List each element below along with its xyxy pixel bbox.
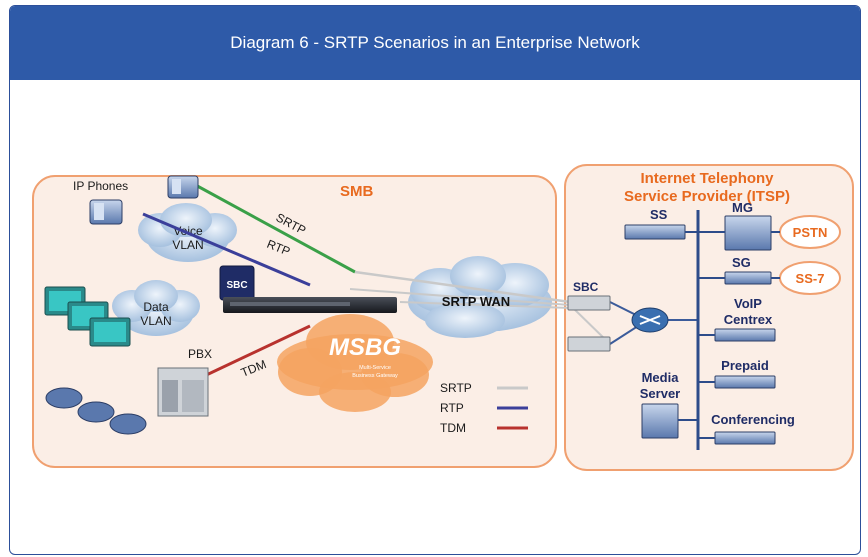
ss7-label: SS-7 (796, 271, 825, 286)
itsp-sbc-devices-icon (567, 295, 611, 352)
ss-device-icon (624, 224, 686, 240)
diagram-canvas: SMB Internet Telephony Service Provider … (10, 80, 860, 554)
data-vlan-line1: Data (143, 300, 169, 314)
ss7-cloud: SS-7 (779, 261, 841, 295)
conferencing-label: Conferencing (711, 412, 795, 427)
itsp-label-line2: Service Provider (ITSP) (624, 188, 790, 205)
voice-vlan-line1: Voice (173, 224, 203, 238)
media-server-line2: Server (640, 386, 680, 401)
media-server-line1: Media (642, 370, 680, 385)
rtp-link (142, 212, 311, 287)
msbg-sub-line1: Multi-Service (359, 365, 391, 371)
legend-tdm-label: TDM (440, 421, 466, 435)
desk-phones-icon (45, 387, 147, 435)
ip-phone-icon (89, 175, 199, 225)
msbg-sub-line2: Business Gateway (352, 373, 398, 379)
itsp-region (564, 164, 854, 471)
voice-vlan-cloud: Voice VLAN (138, 203, 237, 262)
voip-centrex-line2: Centrex (724, 312, 773, 327)
diagram-frame: Diagram 6 - SRTP Scenarios in an Enterpr… (9, 5, 861, 555)
router-icon (631, 307, 669, 333)
itsp-label-line1: Internet Telephony (640, 170, 774, 187)
links (142, 180, 698, 380)
computers-icon (44, 286, 131, 347)
smb-label: SMB (340, 183, 374, 200)
wan-label: SRTP WAN (442, 294, 510, 309)
sg-label: SG (732, 255, 751, 270)
prepaid-label: Prepaid (721, 358, 769, 373)
pbx-label: PBX (188, 347, 212, 361)
legend-srtp-label: SRTP (440, 381, 472, 395)
mg-label: MG (732, 200, 753, 215)
data-vlan-line2: VLAN (140, 314, 171, 328)
green-link (189, 180, 356, 274)
diagram-header: Diagram 6 - SRTP Scenarios in an Enterpr… (10, 6, 860, 80)
ss-label: SS (650, 207, 668, 222)
pstn-label: PSTN (793, 225, 828, 240)
itsp-sbc-label: SBC (573, 280, 599, 294)
conferencing-device-icon (714, 431, 776, 445)
ip-phones-label: IP Phones (73, 179, 128, 193)
srtp-wan-link (354, 270, 571, 304)
legend: SRTP RTP TDM (440, 381, 528, 435)
sbc-logo-text: SBC (226, 280, 247, 291)
sbc-router-icon: SBC (219, 265, 397, 313)
voice-vlan-line2: VLAN (172, 238, 203, 252)
network-diagram: SMB Internet Telephony Service Provider … (32, 164, 854, 471)
media-server-device-icon (641, 403, 679, 439)
legend-rtp-label: RTP (440, 401, 464, 415)
sg-device-icon (724, 271, 772, 285)
diagram-title: Diagram 6 - SRTP Scenarios in an Enterpr… (230, 33, 640, 52)
msbg-blob: MSBG Multi-Service Business Gateway (277, 314, 433, 412)
voip-centrex-line1: VoIP (734, 296, 762, 311)
tdm-link (199, 324, 311, 380)
voip-centrex-device-icon (714, 328, 776, 342)
msbg-label: MSBG (329, 334, 401, 361)
mg-device-icon (724, 215, 772, 251)
sbc-wan-link (399, 301, 571, 309)
pbx-icon (157, 367, 209, 417)
data-vlan-cloud: Data VLAN (112, 280, 200, 336)
pstn-cloud: PSTN (779, 215, 841, 249)
srtp-wan-link-2 (349, 288, 571, 306)
prepaid-device-icon (714, 375, 776, 389)
